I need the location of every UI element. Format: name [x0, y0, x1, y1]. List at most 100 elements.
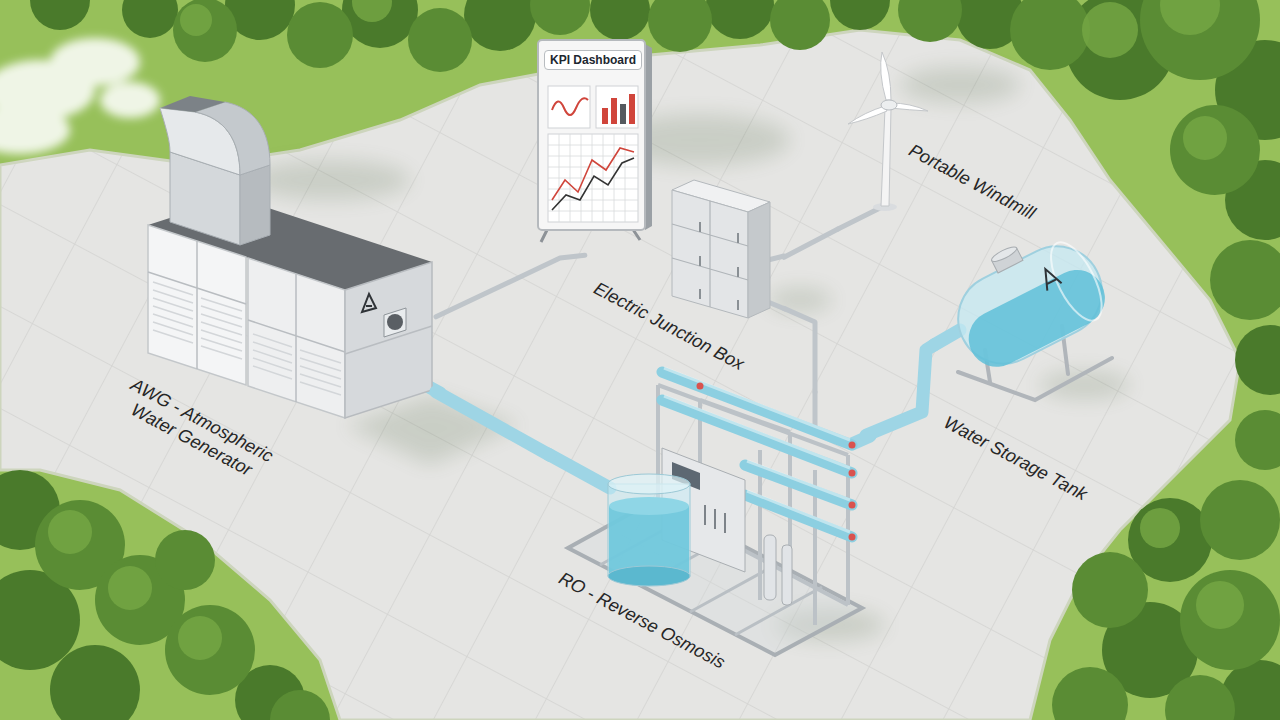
tree: [1165, 675, 1235, 720]
tree: [706, 0, 774, 39]
tank-hatch-lid: [990, 244, 1019, 264]
tree: [530, 0, 590, 35]
feed-tank-top: [608, 474, 690, 494]
panel-seams: [148, 241, 432, 402]
cartridge-filter: [764, 535, 776, 600]
chart-line: [552, 158, 634, 210]
tree-group: [35, 0, 1280, 720]
tree-shadow: [250, 160, 410, 200]
tree-highlight: [1082, 2, 1138, 58]
cabinet-doors: [672, 201, 748, 307]
tree: [1210, 240, 1280, 320]
duct-opening: [160, 96, 225, 112]
cabinet-side: [748, 202, 770, 318]
tree: [770, 0, 830, 50]
tree: [50, 645, 140, 720]
tree-shadow: [900, 67, 1020, 103]
windmill-blade: [881, 52, 891, 100]
tree: [590, 0, 650, 40]
steam-puff: [0, 106, 70, 154]
valve: [849, 442, 856, 449]
bar: [620, 104, 626, 124]
tree: [1235, 325, 1280, 395]
board: [538, 40, 645, 230]
water-pipe: [436, 392, 550, 456]
windmill-tower: [881, 108, 891, 206]
tree: [155, 530, 215, 590]
wire-stub: [813, 392, 818, 428]
power-cable: [436, 255, 585, 317]
tree: [830, 0, 890, 30]
windmill-node: Portable Windmill: [838, 46, 1044, 230]
tree: [287, 2, 353, 68]
tree: [1072, 552, 1148, 628]
power-cable: [784, 229, 838, 257]
windmill-hub: [881, 100, 897, 110]
tree-highlight: [1160, 0, 1220, 35]
kpi-dashboard-board: [538, 40, 652, 242]
tree-highlight: [352, 0, 392, 22]
valves: [697, 383, 856, 541]
chart-line: [552, 148, 634, 200]
awg-unit: [148, 96, 432, 418]
tree-highlights: [48, 0, 1244, 660]
pipe-stub: [548, 454, 610, 488]
cabinet-shadow: [768, 288, 832, 312]
cabinet-handles: [700, 222, 738, 310]
storage-tank-node: Water Storage Tank: [935, 226, 1116, 511]
tree: [464, 0, 536, 51]
bar: [629, 94, 635, 124]
windmill: [848, 52, 928, 211]
tree-highlight: [178, 616, 222, 660]
tree: [30, 0, 90, 30]
windmill-blade: [848, 106, 887, 124]
fan-grille: [384, 308, 406, 337]
dashboard-title: KPI Dashboard: [544, 50, 642, 70]
chart-grid: [548, 134, 638, 222]
valve: [697, 383, 704, 390]
tree: [898, 0, 962, 42]
connectors: [436, 229, 935, 455]
tree: [408, 8, 472, 72]
bar: [602, 108, 608, 124]
tree: [1140, 0, 1260, 80]
chart-panel: [548, 86, 590, 128]
tree: [173, 0, 237, 62]
board-edge: [645, 44, 652, 230]
storage-tank: [935, 217, 1117, 400]
wire-stubs: [768, 206, 884, 428]
steam-puff: [100, 82, 160, 118]
shadows: [250, 67, 1130, 641]
duct-side: [240, 165, 270, 245]
tree: [122, 0, 178, 38]
tree: [1170, 105, 1260, 195]
duct-elbow-side: [195, 102, 270, 175]
steam-puff: [50, 38, 140, 86]
tank-body: [935, 217, 1117, 380]
cartridge-filter: [782, 545, 792, 605]
dashboard-node: KPI Dashboard: [530, 36, 652, 232]
fan: [387, 314, 403, 330]
tree: [270, 690, 330, 720]
valve: [849, 502, 856, 509]
water-surface: [609, 497, 689, 515]
louvers: [153, 282, 341, 395]
tree-highlight: [108, 566, 152, 610]
equipment-label: Portable Windmill: [905, 140, 1039, 225]
junction-cabinet: [672, 180, 770, 318]
tree: [165, 605, 255, 695]
equipment-label: RO - Reverse Osmosis: [555, 568, 729, 674]
tank-shell: [943, 231, 1118, 379]
awg-node: AWG - Atmospheric Water Generator: [100, 100, 436, 498]
panel-switches: [705, 505, 725, 533]
tree-highlight: [1196, 581, 1244, 629]
cabinet-front: [672, 190, 748, 318]
equipment-label: Electric Junction Box: [590, 278, 748, 376]
tree-highlight: [180, 4, 212, 36]
feed-tank: [608, 484, 690, 576]
junction-box-node: Electric Junction Box: [585, 232, 784, 381]
chart-panel: [596, 86, 638, 128]
tree: [1010, 0, 1090, 70]
